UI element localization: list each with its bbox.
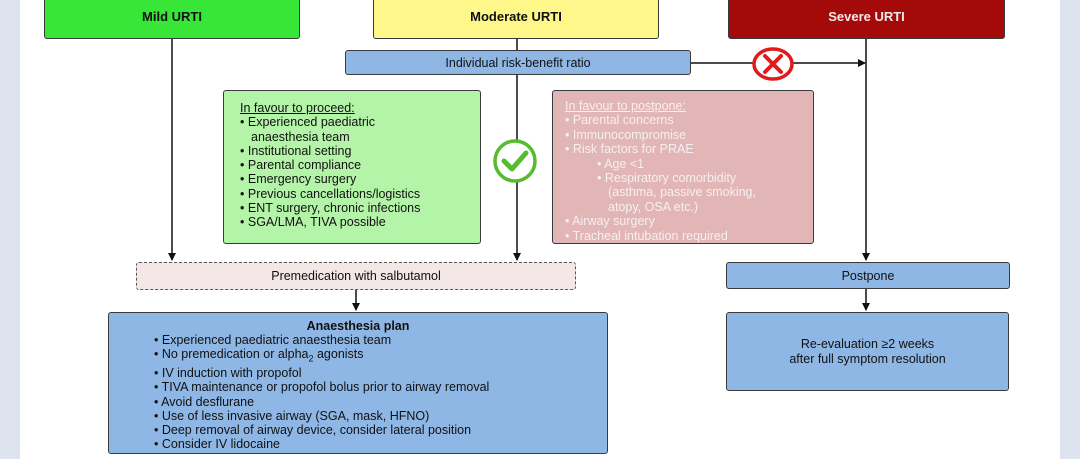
proceed-item-cancellations: Previous cancellations/logistics xyxy=(240,187,480,201)
anaesthesia-plan-title: Anaesthesia plan xyxy=(306,319,410,333)
plan-item-removal: Deep removal of airway device, consider … xyxy=(154,423,607,437)
postpone-item-risk-factors: Risk factors for PRAE xyxy=(565,142,813,156)
severe-urti-label: Severe URTI xyxy=(828,9,905,24)
proceed-item-sga: SGA/LMA, TIVA possible xyxy=(240,215,480,229)
proceed-item-team-cont: anaesthesia team xyxy=(251,129,350,144)
mild-urti-label: Mild URTI xyxy=(142,9,202,24)
postpone-subitem-respiratory: Respiratory comorbidity xyxy=(565,171,813,185)
plan-item-premed-text: No premedication or alpha xyxy=(161,347,309,362)
postpone-subitem-respiratory-cont1: (asthma, passive smoking, xyxy=(608,185,756,200)
postpone-item-intubation: Tracheal intubation required xyxy=(565,229,813,243)
postpone-box: Postpone xyxy=(726,262,1010,289)
plan-item-airway: Use of less invasive airway (SGA, mask, … xyxy=(154,409,607,423)
proceed-item-parental: Parental compliance xyxy=(240,158,480,172)
postpone-item-airway: Airway surgery xyxy=(565,214,813,228)
reevaluation-line1: Re-evaluation ≥2 weeks xyxy=(800,336,935,351)
plan-item-premed-subscript: 2 xyxy=(308,353,314,364)
proceed-item-emergency: Emergency surgery xyxy=(240,172,480,186)
plan-item-premedication: No premedication or alpha2 agonists xyxy=(154,347,607,366)
premedication-label: Premedication with salbutamol xyxy=(271,269,441,283)
favour-proceed-title: In favour to proceed: xyxy=(240,101,355,115)
proceed-item-team: Experienced paediatric xyxy=(240,115,480,129)
plan-item-team: Experienced paediatric anaesthesia team xyxy=(154,333,607,347)
favour-proceed-box: In favour to proceed: Experienced paedia… xyxy=(223,90,481,244)
cross-circle-icon xyxy=(750,46,796,87)
postpone-subitem-respiratory-cont2: atopy, OSA etc.) xyxy=(608,199,699,214)
anaesthesia-plan-box: Anaesthesia plan Experienced paediatric … xyxy=(108,312,608,454)
plan-item-tiva: TIVA maintenance or propofol bolus prior… xyxy=(154,380,607,394)
plan-item-desflurane: Avoid desflurane xyxy=(154,395,607,409)
reevaluation-line2: after full symptom resolution xyxy=(789,351,946,366)
check-circle-icon xyxy=(490,138,540,189)
plan-item-premed-text-end: agonists xyxy=(313,347,364,362)
premedication-box: Premedication with salbutamol xyxy=(136,262,576,290)
postpone-subitem-age: Age <1 xyxy=(565,157,813,171)
plan-item-lidocaine: Consider IV lidocaine xyxy=(154,437,607,451)
postpone-label: Postpone xyxy=(841,268,895,283)
plan-item-iv: IV induction with propofol xyxy=(154,366,607,380)
proceed-item-ent: ENT surgery, chronic infections xyxy=(240,201,480,215)
severe-urti-box: Severe URTI xyxy=(728,0,1005,39)
postpone-item-parental: Parental concerns xyxy=(565,113,813,127)
mild-urti-box: Mild URTI xyxy=(44,0,300,39)
postpone-item-immuno: Immunocompromise xyxy=(565,128,813,142)
proceed-item-institution: Institutional setting xyxy=(240,144,480,158)
reevaluation-box: Re-evaluation ≥2 weeks after full sympto… xyxy=(726,312,1009,391)
flowchart-canvas: Mild URTI Moderate URTI Severe URTI Indi… xyxy=(20,0,1060,459)
moderate-urti-box: Moderate URTI xyxy=(373,0,659,39)
moderate-urti-label: Moderate URTI xyxy=(470,9,562,24)
favour-postpone-title: In favour to postpone: xyxy=(565,99,686,113)
risk-benefit-label: Individual risk-benefit ratio xyxy=(445,55,591,70)
risk-benefit-box: Individual risk-benefit ratio xyxy=(345,50,691,75)
favour-postpone-box: In favour to postpone: Parental concerns… xyxy=(552,90,814,244)
